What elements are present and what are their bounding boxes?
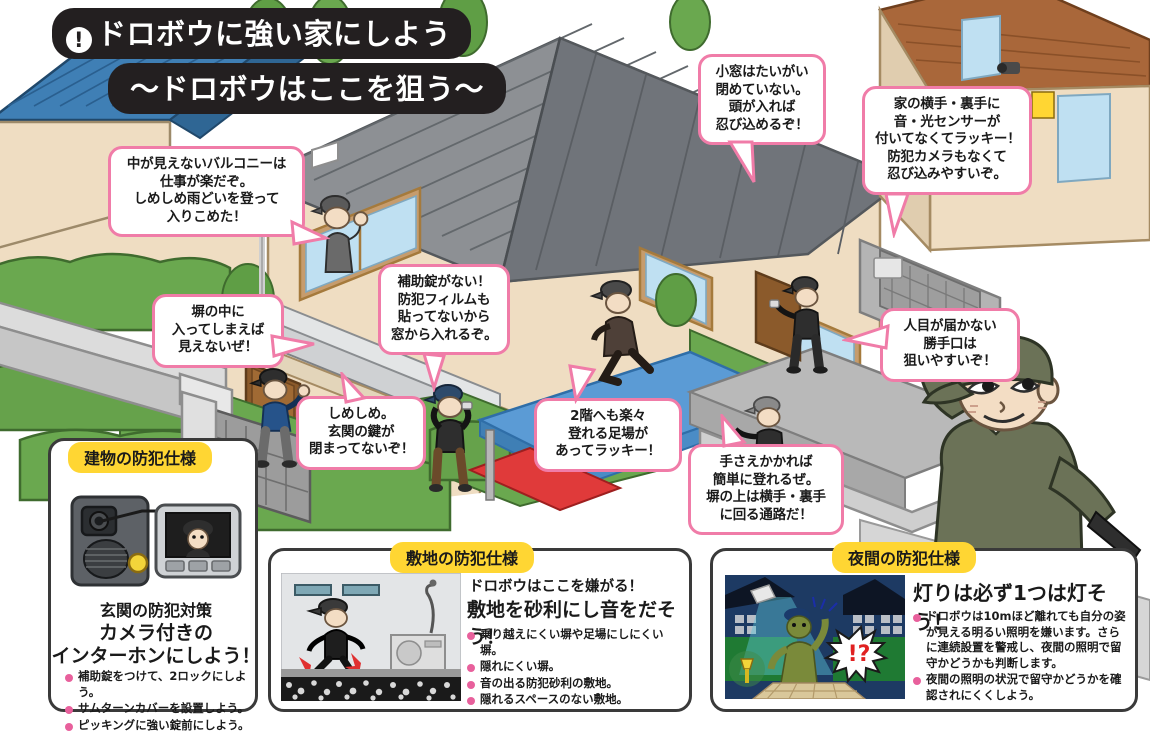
list-item: 乗り越えにくい塀や足場にしにくい塀。 <box>467 627 685 658</box>
panel-building-lead: 玄関の防犯対策 <box>99 601 212 620</box>
boundary-wall-left <box>0 301 234 432</box>
back-door <box>754 270 802 362</box>
list-item: 隠れにくい塀。 <box>467 659 685 675</box>
bubble-line: 頭が入れば <box>728 99 796 116</box>
panel-site-head1: 敷地を砂利にし音をだそう！ <box>467 599 677 648</box>
title-line-2: 〜ドロボウはここを狙う〜 <box>108 63 507 114</box>
bubble-line: 簡単に登れるぜ。 <box>712 471 820 488</box>
panel-site-bullets: 乗り越えにくい塀や足場にしにくい塀。 隠れにくい塀。 音の出る防犯砂利の敷地。 … <box>467 627 685 709</box>
list-item: ピッキングに強い錠前にしよう。 <box>65 718 255 734</box>
bubble-balcony: 中が見えないバルコニーは 仕事が楽だぞ。 しめしめ雨どいを登って 入りこめた！ <box>108 146 305 238</box>
bubble-small-window: 小窓はたいがい 閉めていない。 頭が入れば 忍び込めるぞ！ <box>698 54 826 146</box>
list-item: 夜間の照明の状況で留守かどうかを確認されにくくしよう。 <box>913 672 1131 703</box>
bubble-line: 窓から入れるぞ。 <box>391 326 498 343</box>
list-item: 補助錠をつけて、2ロックにしよう。 <box>65 669 255 700</box>
panel-building-head2: インターホンにしよう！ <box>51 645 261 667</box>
list-item: 隠れるスペースのない敷地。 <box>467 692 685 708</box>
bubble-fence: 塀の中に 入ってしまえば 見えないぜ！ <box>152 294 284 368</box>
thief-back-door <box>769 276 828 374</box>
panel-building-head1: カメラ付きの <box>98 622 213 644</box>
bubble-line: 手さえかかれば <box>719 454 813 470</box>
bubble-line: 入りこめた！ <box>166 208 247 225</box>
thief-balcony <box>309 195 369 273</box>
bubble-line: あってラッキー！ <box>555 443 661 460</box>
bubble-window-lock-tail <box>421 352 446 392</box>
bubble-line: 登れる足場が <box>568 425 648 442</box>
bubble-line: 付いてなくてラッキー！ <box>875 131 1021 148</box>
panel-night: !? 灯りは必ず1つは灯そう！ ドロボウは10mほど離れても自分の姿が見える明る… <box>710 548 1138 712</box>
panel-building: 玄関の防犯対策 カメラ付きの インターホンにしよう！ 補助錠をつけて、2ロックに… <box>48 438 261 732</box>
bubble-line: 見えないぜ！ <box>178 339 258 356</box>
bubble-line: 小窓はたいがい <box>715 64 809 80</box>
panel-night-head1: 灯りは必ず1つは灯そう！ <box>913 581 1107 634</box>
bubble-line: 防犯カメラもなくて <box>887 148 1007 165</box>
panel-building-bullets: 補助錠をつけて、2ロックにしよう。 サムターンカバーを設置しよう。 ピッキングに… <box>65 669 255 734</box>
bubble-climb-wall: 手さえかかれば 簡単に登れるぜ。 塀の上は横手・裏手 に回る通路だ！ <box>688 444 844 536</box>
thief-entrance <box>249 368 311 468</box>
list-item: サムターンカバーを設置しよう。 <box>65 701 255 717</box>
list-item: ドロボウは10mほど離れても自分の姿が見える明るい照明を嫌います。さらに連続設置… <box>913 609 1131 671</box>
bubble-scaffold-tail <box>568 364 597 404</box>
thief-window-2f <box>589 280 654 386</box>
bubble-line: 仕事が楽だぞ。 <box>159 173 254 190</box>
title-line-1: ドロボウに強い家にしよう <box>97 17 452 51</box>
bubble-entrance-lock-tail <box>340 372 367 404</box>
alert-label: !? <box>848 642 871 667</box>
bubble-window-lock: 補助錠がない！ 防犯フィルムも 貼ってないから 窓から入れるぞ。 <box>378 264 510 356</box>
bubble-line: 音・光センサーが <box>893 113 1001 130</box>
bubble-line: 忍び込みやすいぞ。 <box>887 166 1007 183</box>
bubble-line: 玄関の鍵が <box>327 423 395 440</box>
bubble-line: 忍び込めるぞ！ <box>715 116 809 133</box>
bubble-line: 勝手口は <box>923 335 977 352</box>
bubble-fence-tail <box>270 334 315 358</box>
gravel-illustration <box>280 572 462 701</box>
bubble-line: 狙いやすいぞ！ <box>903 353 997 370</box>
bubble-line: 貼ってないから <box>397 309 491 326</box>
bubble-back-door-tail <box>842 323 890 350</box>
title-block: !ドロボウに強い家にしよう 〜ドロボウはここを狙う〜 <box>52 8 572 114</box>
bubble-no-sensor-tail <box>884 192 911 238</box>
panel-night-bullets: ドロボウは10mほど離れても自分の姿が見える明るい照明を嫌います。さらに連続設置… <box>913 609 1131 704</box>
bubble-line: 塀の中に <box>191 304 245 320</box>
bubble-line: 防犯フィルムも <box>397 291 491 308</box>
bubble-line: 塀の上は横手・裏手 <box>706 489 826 506</box>
bubble-entrance-lock: しめしめ。 玄関の鍵が 閉まってないぞ！ <box>296 396 426 470</box>
bubble-balcony-tail <box>290 219 330 246</box>
title-line-1-pill: !ドロボウに強い家にしよう <box>52 8 472 59</box>
panel-night-badge: 夜間の防犯仕様 <box>832 542 977 573</box>
bubble-line: 補助錠がない！ <box>397 274 491 290</box>
list-item: 音の出る防犯砂利の敷地。 <box>467 676 685 692</box>
panel-site-badge: 敷地の防犯仕様 <box>390 542 535 573</box>
bubble-line: 家の横手・裏手に <box>893 96 1001 112</box>
intercom-illustration <box>70 495 242 587</box>
bubble-no-sensor: 家の横手・裏手に 音・光センサーが 付いてなくてラッキー！ 防犯カメラもなくて … <box>862 86 1032 195</box>
bubble-line: 人目が届かない <box>903 318 997 334</box>
exclamation-icon: ! <box>66 27 92 53</box>
bubble-line: 2階へも楽々 <box>570 408 646 424</box>
bubble-line: しめしめ。 <box>327 406 395 422</box>
bubble-climb-wall-tail <box>720 414 747 448</box>
bubble-small-window-tail <box>727 140 756 183</box>
bubble-back-door: 人目が届かない 勝手口は 狙いやすいぞ！ <box>880 308 1020 382</box>
bubble-scaffold: 2階へも楽々 登れる足場が あってラッキー！ <box>534 398 682 472</box>
panel-site-lead: ドロボウはここを嫌がる！ <box>469 579 643 595</box>
bubble-line: 入ってしまえば <box>171 321 265 338</box>
bubble-line: 閉まってないぞ！ <box>309 441 415 458</box>
panel-building-badge: 建物の防犯仕様 <box>68 442 213 473</box>
bubble-line: しめしめ雨どいを登って <box>133 191 280 208</box>
bubble-line: に回る通路だ！ <box>719 506 813 523</box>
bubble-line: 閉めていない。 <box>715 81 809 98</box>
thief-yard <box>422 384 473 492</box>
bubble-line: 中が見えないバルコニーは <box>126 156 287 172</box>
night-lighting-illustration: !? <box>725 575 905 700</box>
